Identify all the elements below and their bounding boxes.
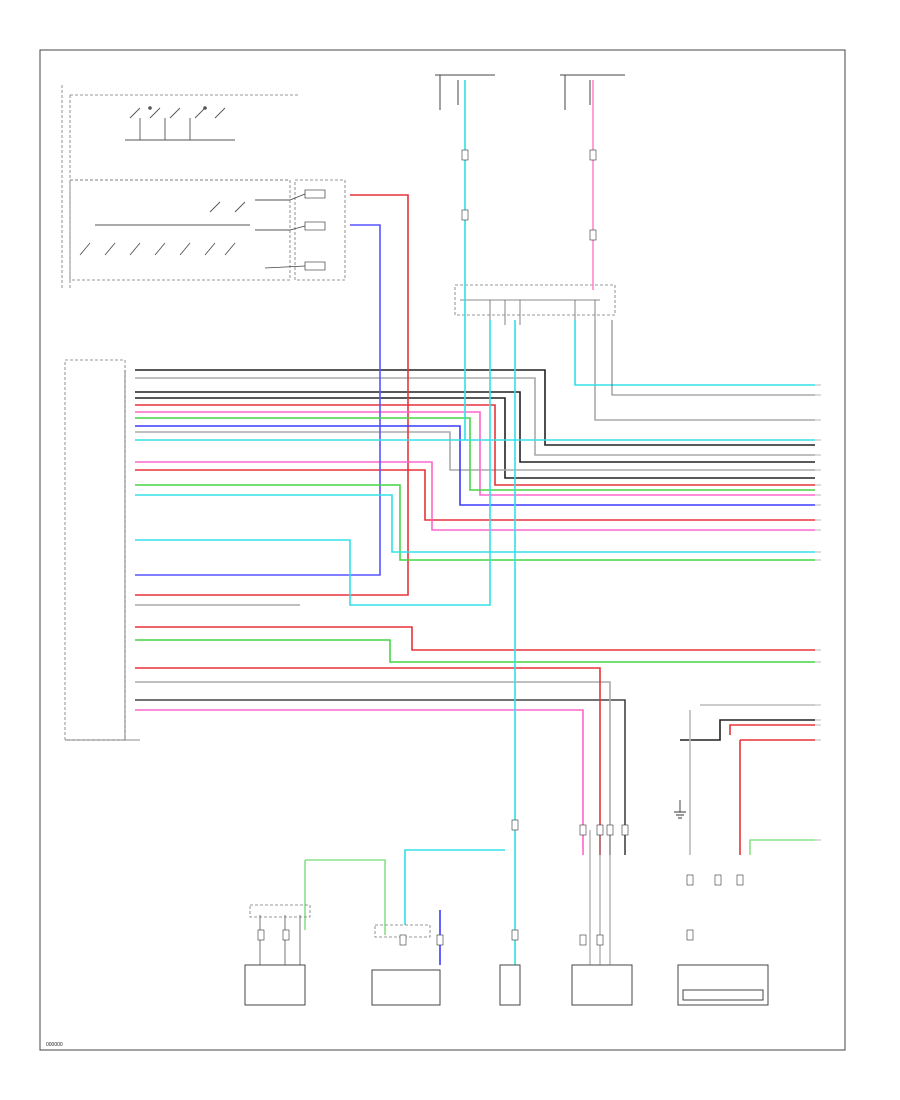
spiral-cable-connector (264, 179, 346, 281)
fuse-block-left (435, 74, 495, 110)
fuse-block-right (560, 74, 625, 110)
telephone-microphone-assembly (677, 964, 769, 1006)
wire-harness (135, 80, 815, 965)
ground-icon (674, 800, 686, 819)
right-edge-terminals (815, 384, 821, 841)
steering-switch-terminal (499, 964, 521, 1006)
junction-connector (454, 284, 616, 325)
diagram-frame (39, 49, 846, 1051)
rear-sensor-assembly (244, 904, 311, 1006)
steering-pad-switch-assembly (61, 85, 300, 290)
microphone-assembly (371, 924, 441, 1006)
radio-receiver-assembly (64, 359, 140, 741)
switch-icon (79, 107, 290, 256)
television-camera-assembly (571, 830, 633, 1006)
connector-icon (257, 149, 744, 946)
figure-code: 000000 (46, 1042, 63, 1048)
